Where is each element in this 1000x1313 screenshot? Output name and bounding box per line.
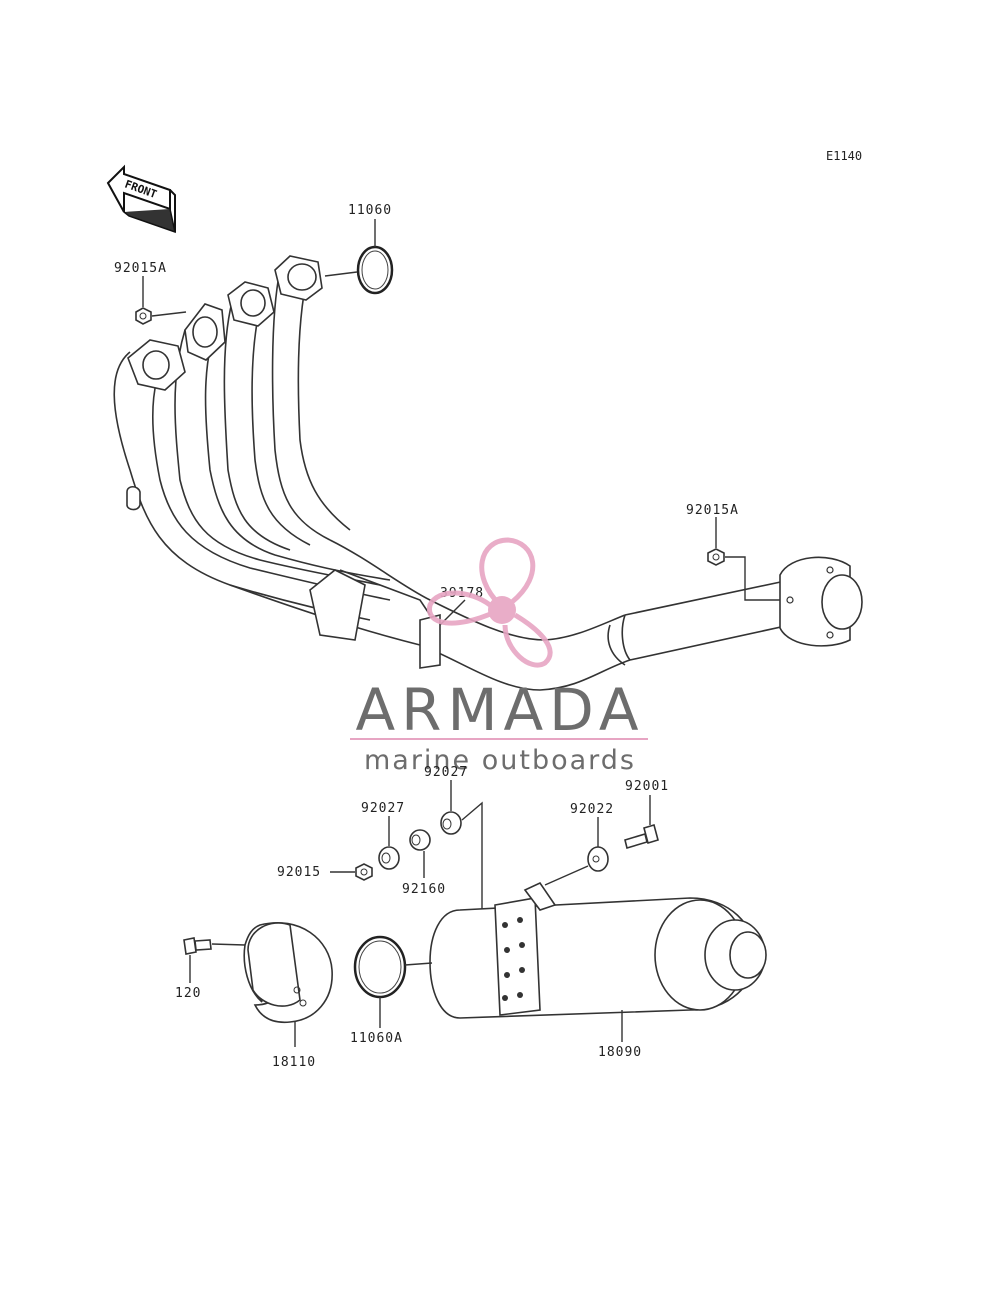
washer-92022 bbox=[587, 846, 609, 872]
nut-92015A-top bbox=[135, 307, 152, 325]
label-92001: 92001 bbox=[625, 779, 669, 794]
cover-18110 bbox=[243, 922, 333, 1024]
label-92015A-top: 92015A bbox=[114, 261, 167, 276]
label-92015: 92015 bbox=[277, 865, 321, 880]
label-92022: 92022 bbox=[570, 802, 614, 817]
gasket-11060A bbox=[353, 935, 407, 999]
label-92027-left: 92027 bbox=[361, 801, 405, 816]
label-18090: 18090 bbox=[598, 1045, 642, 1060]
nut-92015A-right bbox=[707, 548, 725, 566]
muffler-18090 bbox=[429, 881, 767, 1019]
exhaust-header bbox=[113, 255, 863, 691]
grommet-92027-left bbox=[378, 846, 400, 870]
brand-name: ARMADA bbox=[355, 676, 644, 744]
collar-92160 bbox=[409, 829, 431, 851]
nut-92015 bbox=[355, 863, 373, 881]
label-120: 120 bbox=[175, 986, 201, 1001]
bolt-120 bbox=[183, 937, 212, 955]
armada-watermark: ARMADA marine outboards bbox=[350, 537, 648, 776]
grommet-92027-upper bbox=[440, 811, 462, 835]
bolt-92001 bbox=[624, 823, 659, 850]
brand-tagline: marine outboards bbox=[364, 745, 636, 776]
label-92027-upper: 92027 bbox=[424, 765, 468, 780]
page-code: E1140 bbox=[826, 149, 862, 163]
front-arrow-icon: FRONT bbox=[106, 164, 177, 234]
label-92160: 92160 bbox=[402, 882, 446, 897]
label-92015A-right: 92015A bbox=[686, 503, 739, 518]
propeller-logo-icon bbox=[427, 537, 553, 668]
label-11060A: 11060A bbox=[350, 1031, 403, 1046]
label-11060: 11060 bbox=[348, 203, 392, 218]
gasket-11060 bbox=[356, 245, 394, 295]
label-18110: 18110 bbox=[272, 1055, 316, 1070]
